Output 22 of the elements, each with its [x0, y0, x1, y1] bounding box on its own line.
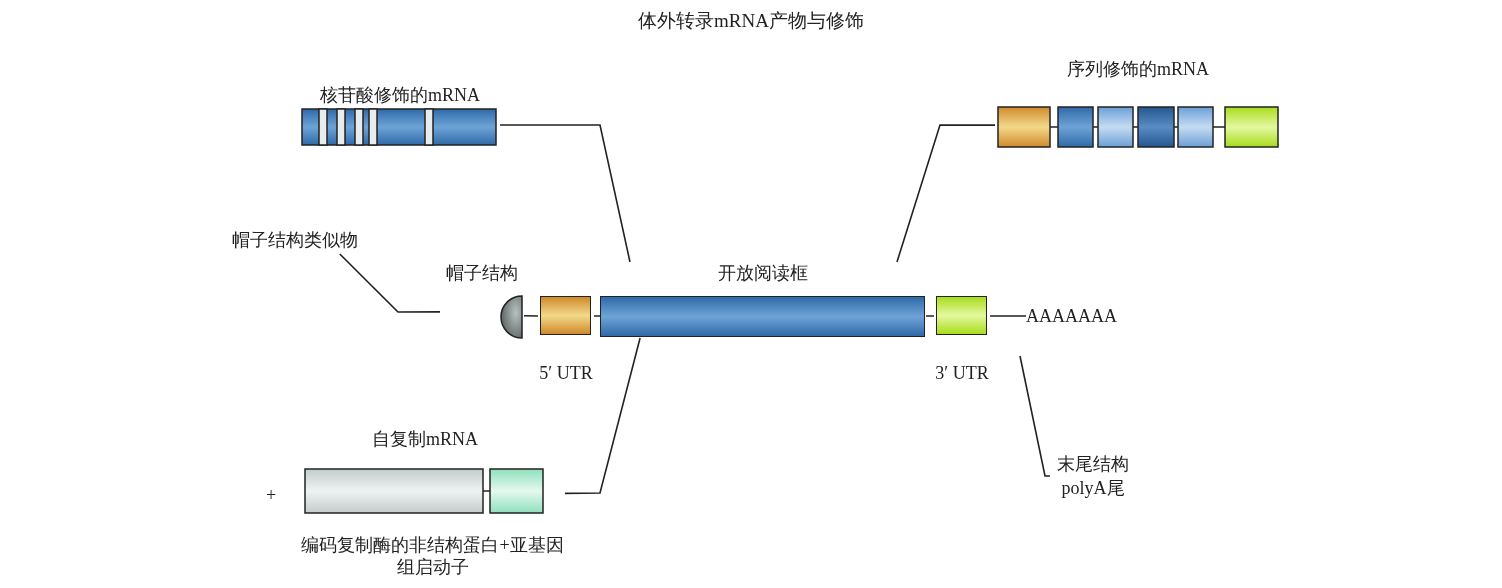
leader-line: [564, 337, 641, 495]
cap-label: 帽子结构: [445, 262, 519, 284]
utr-label: 5′ UTR: [538, 362, 594, 384]
mrna-label: 自复制mRNA: [371, 428, 479, 450]
annotation-label: 帽子结构类似物: [215, 228, 375, 254]
leader-line: [499, 124, 631, 263]
leader-line: [339, 253, 441, 313]
leader-line: [896, 124, 996, 263]
annotation-label: 编码复制酶的非结构蛋白+亚基因组启动子: [300, 534, 565, 578]
annotation-label: 末尾结构polyA尾: [1050, 452, 1136, 500]
plus-sign: +: [266, 484, 277, 506]
diagram-title: 体外转录mRNA产物与修饰: [637, 10, 865, 32]
leader-line: [1019, 355, 1051, 477]
leader-line: [989, 315, 1027, 317]
utr-label: 3′ UTR: [934, 362, 990, 384]
mrna-label: 序列修饰的mRNA: [1066, 58, 1210, 80]
mrna-label: 核苷酸修饰的mRNA: [319, 84, 481, 106]
connector-line: [593, 315, 601, 317]
orf-label: 开放阅读框: [717, 262, 809, 284]
connector-line: [523, 315, 539, 317]
connector-line: [925, 315, 935, 317]
poly-a-sequence: AAAAAAA: [1026, 304, 1136, 328]
